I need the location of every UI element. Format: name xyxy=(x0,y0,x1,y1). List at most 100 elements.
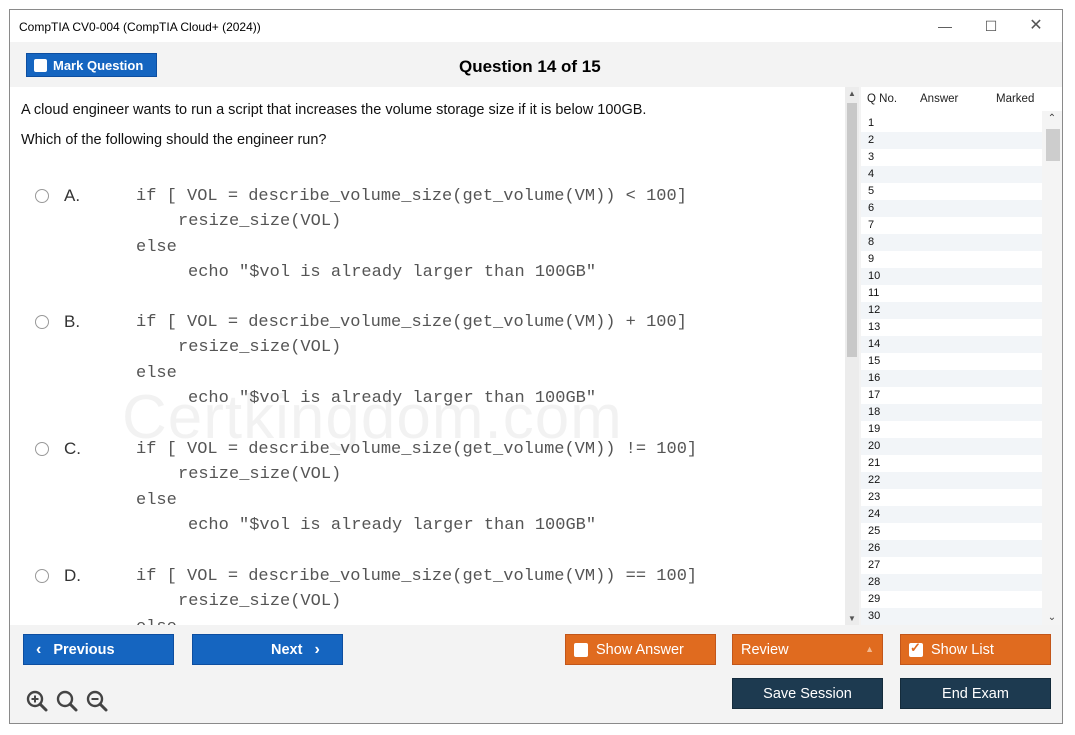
question-number: 9 xyxy=(868,253,875,265)
question-list-row[interactable]: 3 xyxy=(861,149,1042,166)
question-list-row[interactable]: 2 xyxy=(861,132,1042,149)
question-number: 11 xyxy=(868,287,880,299)
code-line: else xyxy=(136,491,177,510)
question-list-row[interactable]: 6 xyxy=(861,200,1042,217)
question-stem: A cloud engineer wants to run a script t… xyxy=(21,102,647,118)
dropdown-arrow-icon: ▲ xyxy=(865,644,874,654)
question-number: 5 xyxy=(868,185,875,197)
question-number: 16 xyxy=(868,372,881,384)
question-list-row[interactable]: 25 xyxy=(861,523,1042,540)
question-list-row[interactable]: 17 xyxy=(861,387,1042,404)
scrollbar-thumb[interactable] xyxy=(1046,129,1060,161)
question-number: 2 xyxy=(868,134,875,146)
code-line: else xyxy=(136,618,177,625)
question-header: Mark Question Question 14 of 15 xyxy=(10,42,1062,86)
question-number: 14 xyxy=(868,338,881,350)
scroll-up-icon[interactable]: ▲ xyxy=(848,89,856,98)
close-icon[interactable]: ✕ xyxy=(1029,17,1043,34)
question-number: 30 xyxy=(868,610,881,622)
question-list-row[interactable]: 21 xyxy=(861,455,1042,472)
question-list-header: Q No. Answer Marked xyxy=(861,87,1062,111)
previous-button[interactable]: ‹ Previous xyxy=(23,634,174,665)
next-label: Next xyxy=(271,641,303,658)
question-list-row[interactable]: 30 xyxy=(861,608,1042,625)
next-button[interactable]: Next › xyxy=(192,634,343,665)
question-number: 13 xyxy=(868,321,881,333)
zoom-in-icon[interactable] xyxy=(25,689,49,713)
question-list-row[interactable]: 9 xyxy=(861,251,1042,268)
minimize-icon[interactable]: — xyxy=(938,18,952,34)
chevron-down-icon[interactable]: ⌄ xyxy=(1047,612,1057,623)
marked-column-header: Marked xyxy=(996,93,1035,105)
question-list-row[interactable]: 10 xyxy=(861,268,1042,285)
scroll-down-icon[interactable]: ▼ xyxy=(848,614,856,623)
question-list-row[interactable]: 23 xyxy=(861,489,1042,506)
question-title: Question 14 of 15 xyxy=(459,57,601,76)
question-list-row[interactable]: 27 xyxy=(861,557,1042,574)
radio-button[interactable] xyxy=(35,315,49,329)
question-number: 28 xyxy=(868,576,881,588)
mark-question-button[interactable]: Mark Question xyxy=(26,53,157,77)
zoom-out-icon[interactable] xyxy=(85,689,109,713)
save-session-label: Save Session xyxy=(763,685,852,702)
question-list-row[interactable]: 20 xyxy=(861,438,1042,455)
question-list-row[interactable]: 4 xyxy=(861,166,1042,183)
question-list-row[interactable]: 14 xyxy=(861,336,1042,353)
radio-button[interactable] xyxy=(35,189,49,203)
chevron-left-icon: ‹ xyxy=(36,640,42,658)
question-list-scrollbar[interactable]: ⌃ ⌄ xyxy=(1042,111,1062,625)
question-list-row[interactable]: 1 xyxy=(861,115,1042,132)
radio-button[interactable] xyxy=(35,569,49,583)
question-list-row[interactable]: 11 xyxy=(861,285,1042,302)
question-content: A cloud engineer wants to run a script t… xyxy=(10,87,845,625)
option-letter: A. xyxy=(64,186,81,205)
code-line: if [ VOL = describe_volume_size(get_volu… xyxy=(136,313,687,332)
review-dropdown[interactable]: Review ▲ xyxy=(732,634,883,665)
code-line: if [ VOL = describe_volume_size(get_volu… xyxy=(136,567,698,586)
radio-button[interactable] xyxy=(35,442,49,456)
question-list-row[interactable]: 15 xyxy=(861,353,1042,370)
save-session-button[interactable]: Save Session xyxy=(732,678,883,709)
question-number: 22 xyxy=(868,474,881,486)
question-number: 23 xyxy=(868,491,881,503)
question-list-row[interactable]: 24 xyxy=(861,506,1042,523)
exam-window: CompTIA CV0-004 (CompTIA Cloud+ (2024)) … xyxy=(9,9,1063,724)
content-scrollbar[interactable]: ▲ ▼ xyxy=(845,87,859,625)
question-list-row[interactable]: 5 xyxy=(861,183,1042,200)
question-list-row[interactable]: 29 xyxy=(861,591,1042,608)
code-line: else xyxy=(136,238,177,257)
bottom-toolbar: ‹ Previous Next › Show Answer Review ▲ S… xyxy=(10,625,1062,723)
question-list-row[interactable]: 19 xyxy=(861,421,1042,438)
question-number: 17 xyxy=(868,389,881,401)
code-line: if [ VOL = describe_volume_size(get_volu… xyxy=(136,187,687,206)
question-list-row[interactable]: 12 xyxy=(861,302,1042,319)
question-list-row[interactable]: 7 xyxy=(861,217,1042,234)
question-list-row[interactable]: 22 xyxy=(861,472,1042,489)
question-number: 4 xyxy=(868,168,875,180)
show-list-button[interactable]: Show List xyxy=(900,634,1051,665)
code-line: echo "$vol is already larger than 100GB" xyxy=(188,263,597,282)
title-bar: CompTIA CV0-004 (CompTIA Cloud+ (2024)) … xyxy=(10,10,1062,42)
question-number: 18 xyxy=(868,406,881,418)
question-list-row[interactable]: 16 xyxy=(861,370,1042,387)
code-line: echo "$vol is already larger than 100GB" xyxy=(188,516,597,535)
question-number: 29 xyxy=(868,593,881,605)
question-list-row[interactable]: 26 xyxy=(861,540,1042,557)
question-number: 6 xyxy=(868,202,875,214)
review-label: Review xyxy=(741,641,789,658)
question-number: 25 xyxy=(868,525,881,537)
question-list-row[interactable]: 18 xyxy=(861,404,1042,421)
question-list-row[interactable]: 8 xyxy=(861,234,1042,251)
show-answer-button[interactable]: Show Answer xyxy=(565,634,716,665)
question-list-row[interactable]: 28 xyxy=(861,574,1042,591)
zoom-reset-icon[interactable] xyxy=(55,689,79,713)
scrollbar-thumb[interactable] xyxy=(847,103,857,357)
question-list-row[interactable]: 13 xyxy=(861,319,1042,336)
maximize-icon[interactable]: ☐ xyxy=(984,18,998,34)
option-letter: C. xyxy=(64,439,81,458)
chevron-up-icon[interactable]: ⌃ xyxy=(1047,113,1057,124)
end-exam-button[interactable]: End Exam xyxy=(900,678,1051,709)
code-line: if [ VOL = describe_volume_size(get_volu… xyxy=(136,440,698,459)
